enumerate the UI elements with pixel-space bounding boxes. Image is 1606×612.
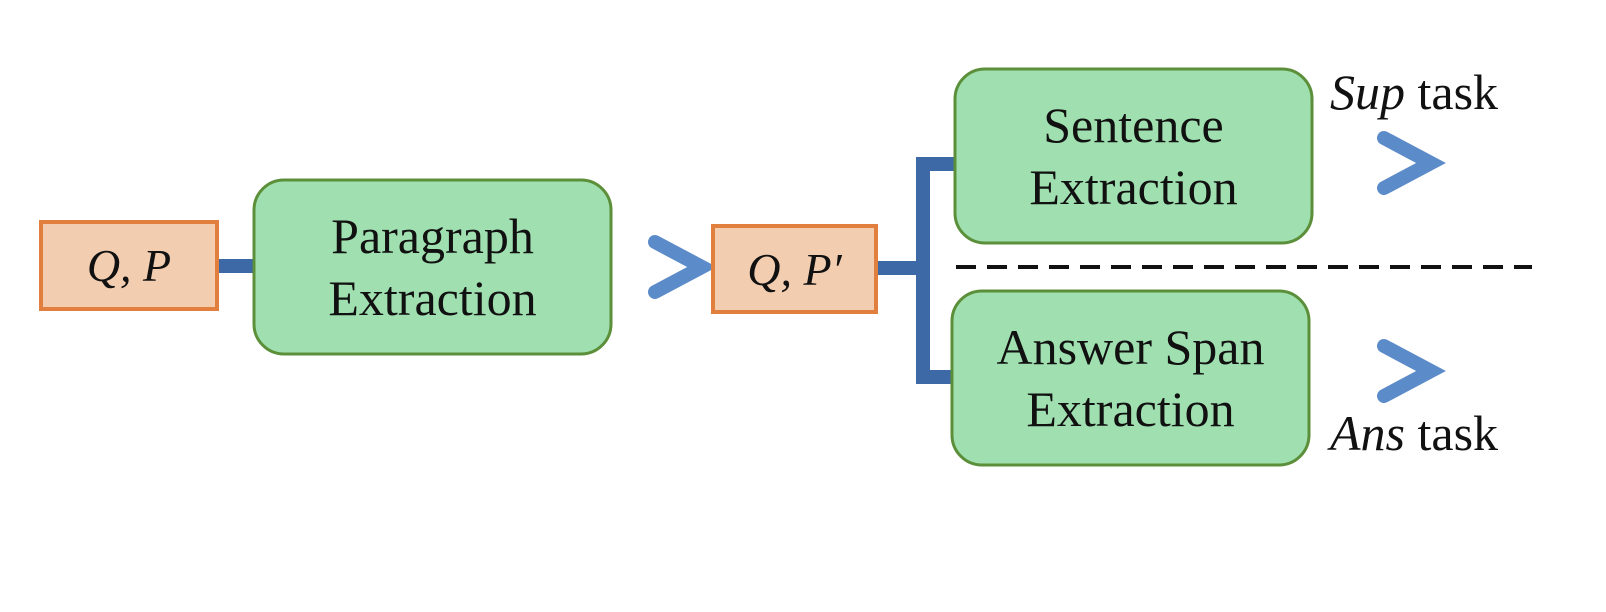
input-box-question-selected-paragraphs	[711, 224, 878, 314]
input-box-question-paragraphs	[39, 220, 219, 311]
paragraph-extraction-line1: Paragraph	[331, 208, 534, 264]
input-label-question-paragraphs: Q, P	[86, 240, 172, 291]
sup-task-label: Sup task	[1330, 63, 1498, 121]
paragraph-output-arrow	[614, 235, 717, 299]
branch-connector	[878, 157, 957, 384]
answer-span-extraction-line2: Extraction	[1026, 381, 1235, 437]
input-label-question-selected-paragraphs: Q, P′	[747, 243, 842, 295]
ans-task-label: Ans task	[1330, 404, 1498, 462]
sup-task-name: Sup	[1330, 64, 1405, 120]
paragraph-extraction-label: Paragraph Extraction	[254, 180, 611, 354]
ans-task-name: Ans	[1330, 405, 1405, 461]
answer-span-extraction-box	[950, 289, 1311, 467]
sup-task-suffix: task	[1417, 64, 1499, 120]
sentence-extraction-label: Sentence Extraction	[955, 69, 1312, 243]
answer-span-extraction-line1: Answer Span	[996, 319, 1265, 375]
paragraph-extraction-line2: Extraction	[328, 270, 537, 326]
answer-span-extraction-label: Answer Span Extraction	[952, 291, 1309, 465]
paragraph-extraction-box	[252, 178, 613, 356]
sentence-extraction-box	[953, 67, 1314, 245]
sentence-extraction-line1: Sentence	[1043, 97, 1224, 153]
ans-task-suffix: task	[1417, 405, 1499, 461]
sentence-extraction-line2: Extraction	[1029, 159, 1238, 215]
ans-output-arrow	[1310, 339, 1446, 403]
sup-output-arrow	[1313, 131, 1446, 195]
